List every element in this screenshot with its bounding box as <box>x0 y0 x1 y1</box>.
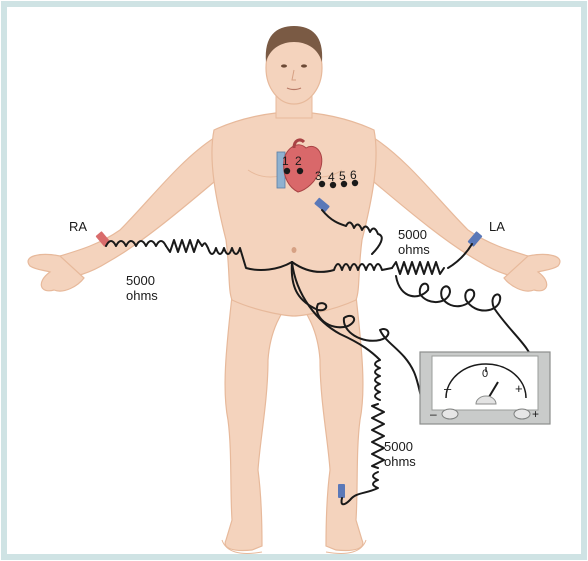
meter-terminal-minus <box>442 409 458 419</box>
meter-plus-label: + <box>515 381 523 396</box>
meter-minus-label: – <box>444 381 452 396</box>
resistor-label-left-leg: 5000 ohms <box>384 439 416 469</box>
resistor-left-leg-unit: ohms <box>384 454 416 469</box>
terminal-minus-label: – <box>430 407 437 421</box>
resistor-left-arm-unit: ohms <box>398 242 430 257</box>
lead-number-3: 3 <box>315 169 322 183</box>
navel <box>292 247 297 253</box>
galvanometer: 0 – + – + <box>420 352 550 424</box>
lead-number-1: 1 <box>282 154 289 168</box>
resistor-right-arm-unit: ohms <box>126 288 158 303</box>
lead-number-4: 4 <box>328 170 335 184</box>
electrode-left-leg <box>338 484 345 498</box>
resistor-label-right-arm: 5000 ohms <box>126 273 158 303</box>
label-right-arm: RA <box>69 219 87 234</box>
meter-terminal-plus <box>514 409 530 419</box>
label-left-arm: LA <box>489 219 505 234</box>
right-eye <box>281 64 287 67</box>
lead-dot-1 <box>284 168 290 174</box>
lead-dot-2 <box>297 168 303 174</box>
resistor-left-arm-value: 5000 <box>398 227 427 242</box>
meter-zero-label: 0 <box>482 368 488 380</box>
terminal-plus-label: + <box>532 407 539 421</box>
lead-number-5: 5 <box>339 169 346 183</box>
lead-number-6: 6 <box>350 168 357 182</box>
left-eye <box>301 64 307 67</box>
resistor-label-left-arm: 5000 ohms <box>398 227 430 257</box>
resistor-right-arm-value: 5000 <box>126 273 155 288</box>
lead-number-2: 2 <box>295 154 302 168</box>
resistor-left-leg-value: 5000 <box>384 439 413 454</box>
